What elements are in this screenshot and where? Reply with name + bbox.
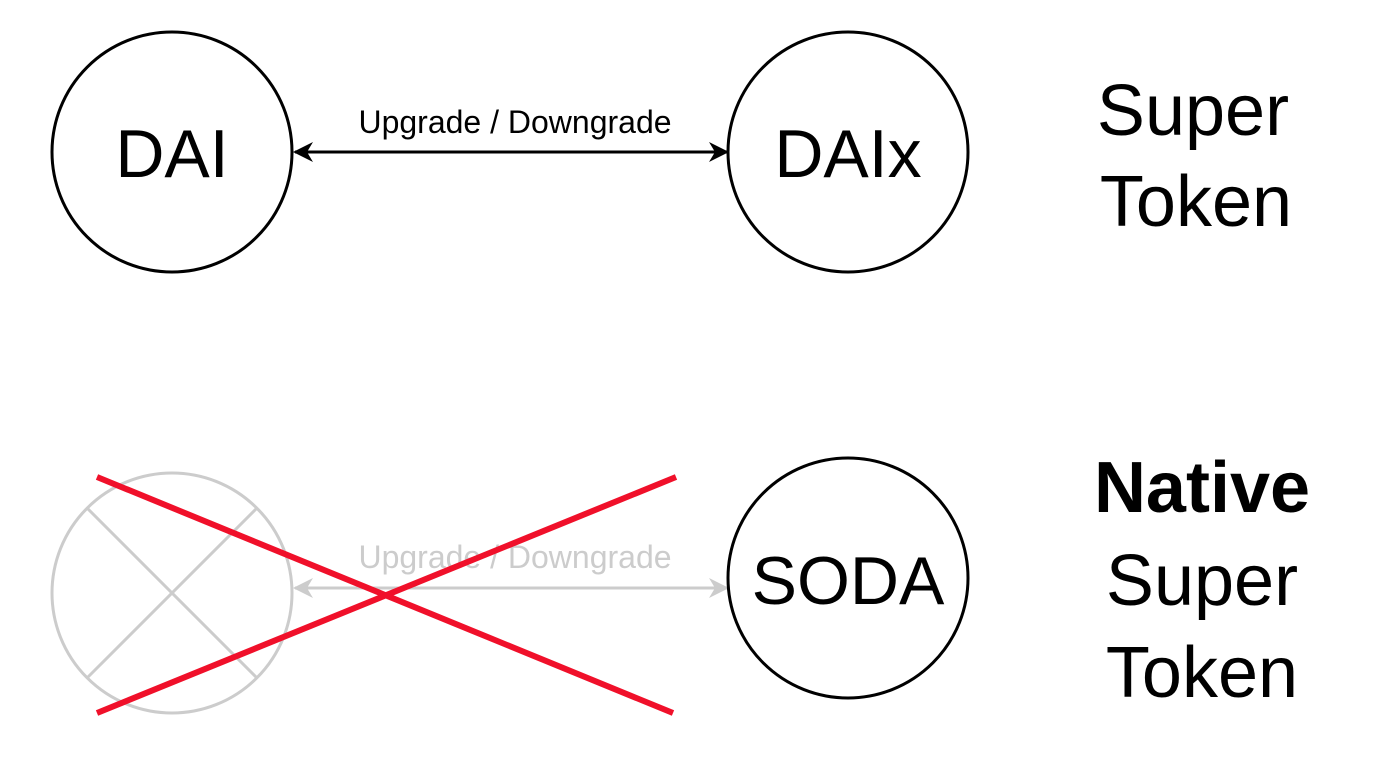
soda-node-label: SODA <box>752 543 945 619</box>
native-super-token-line-3: Token <box>1106 633 1298 713</box>
soda-node-circle <box>726 456 970 700</box>
native-super-token-line-1: Native <box>1094 448 1310 528</box>
super-token-line-1: Super <box>1097 71 1289 151</box>
daix-node-label: DAIx <box>774 116 921 192</box>
upgrade-downgrade-label: Upgrade / Downgrade <box>358 104 671 140</box>
cross-out-line-2 <box>95 474 678 716</box>
dai-node-label: DAI <box>115 116 228 192</box>
super-token-line-2: Token <box>1100 162 1292 242</box>
red-cross-out <box>95 474 678 716</box>
soda-node: SODA <box>726 456 970 700</box>
daix-node-circle <box>726 30 970 274</box>
super-token-label: Super Token <box>1097 71 1292 242</box>
dai-node-circle <box>50 30 294 274</box>
native-super-token-label: Native Super Token <box>1094 448 1310 713</box>
daix-node: DAIx <box>726 30 970 274</box>
top-row: DAI Upgrade / Downgrade DAIx Super Token <box>50 30 1292 274</box>
bottom-row: Upgrade / Downgrade SODA Native Super To… <box>50 448 1310 716</box>
placeholder-x-line-2 <box>85 506 259 680</box>
native-super-token-line-2: Super <box>1106 541 1298 621</box>
dai-node: DAI <box>50 30 294 274</box>
